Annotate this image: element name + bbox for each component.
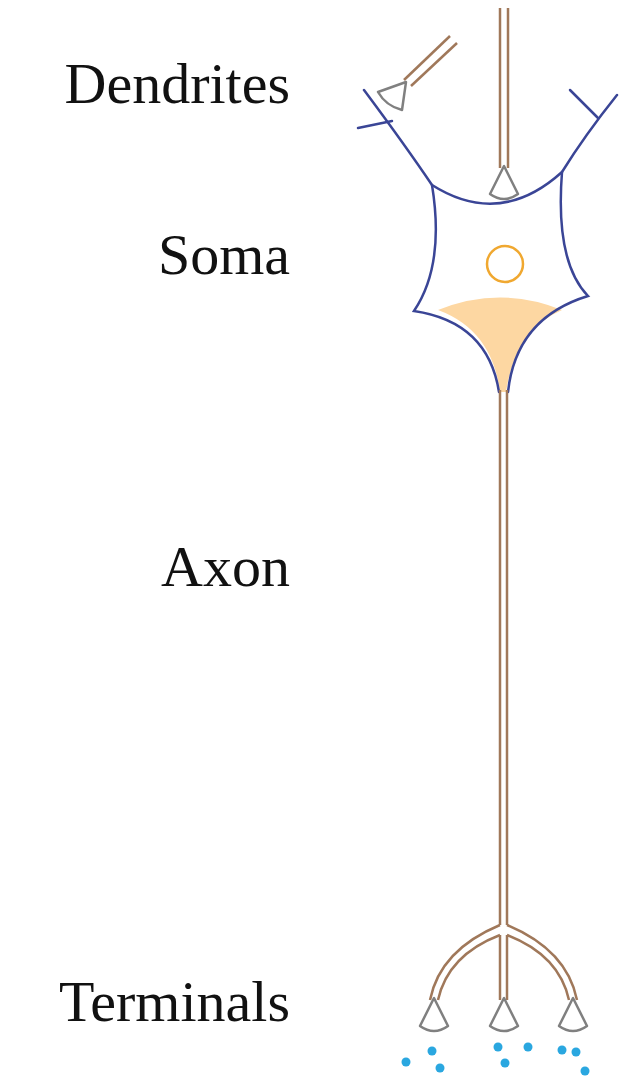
incoming-axon: [404, 36, 457, 86]
synapse-terminal: [378, 82, 406, 110]
part-label: Terminals: [59, 973, 290, 1031]
part-label: Soma: [158, 226, 290, 284]
axon-hillock: [438, 298, 562, 393]
part-label: Dendrites: [65, 55, 291, 113]
nucleus: [487, 246, 523, 282]
part-label: Axon: [161, 538, 290, 596]
neurotransmitters: [402, 1043, 590, 1076]
axon-terminals: [420, 998, 587, 1031]
synapse-terminal: [490, 166, 518, 199]
axon: [430, 390, 577, 1000]
incoming-axon: [500, 8, 508, 168]
soma-outline: [358, 90, 617, 392]
